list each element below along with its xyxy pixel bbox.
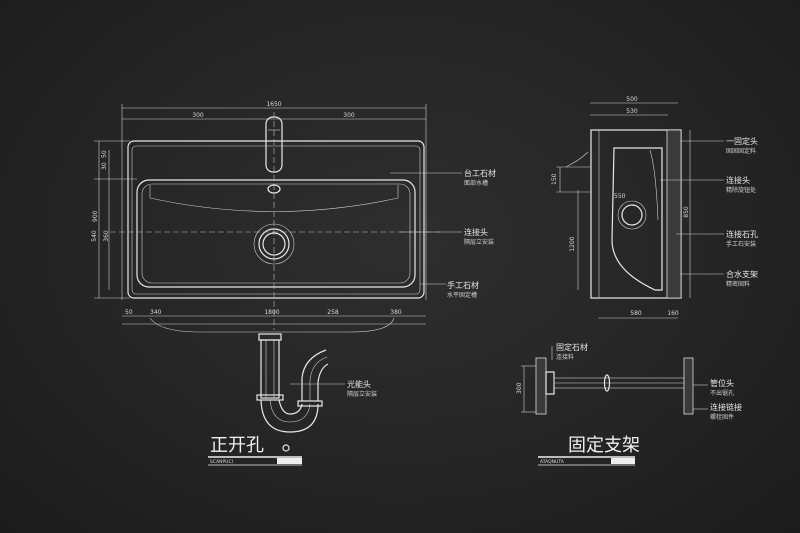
- callout-sub: 隔层立安装: [347, 390, 377, 398]
- dim-top-left: 300: [192, 112, 204, 119]
- callout-sub: 水平固定槽: [447, 291, 477, 299]
- dim-left-5: 360: [103, 230, 110, 242]
- callout-sub: 手工石安装: [726, 240, 756, 248]
- drawing-title: 正开孔: [210, 435, 264, 456]
- dim-side-circle: 550: [614, 193, 626, 200]
- callout-label: 手工石材: [447, 280, 479, 290]
- bracket-drawing: 300 固定石材 连接料 管位头 不出锯孔 连接链接 螺栓固件: [516, 342, 742, 421]
- callout-label: 合水支架: [726, 269, 758, 279]
- callout-sub: 精除旋钮处: [726, 186, 756, 194]
- dim-left-3: 900: [92, 210, 99, 222]
- dim-top-right: 300: [343, 112, 355, 119]
- callout-sub: 固固固定料: [726, 147, 756, 155]
- p-trap-drawing: 光能头 隔层立安装: [256, 333, 377, 433]
- callout-sub: 面部水槽: [464, 179, 488, 187]
- dim-bottom-1: 50: [125, 309, 133, 316]
- callout-sub: 精密固料: [726, 280, 750, 288]
- basin-outline: [136, 179, 416, 288]
- countertop-outline: [127, 140, 425, 299]
- dim-bottom-3: 1800: [264, 309, 279, 316]
- callout-label: 一固定头: [726, 136, 758, 146]
- callout-label: 固定石材: [556, 342, 588, 352]
- callout-label: 连接头: [464, 227, 488, 237]
- dim-side-left-2: 1200: [569, 236, 576, 251]
- dim-left-2: 30: [101, 162, 108, 170]
- callout-sub: 不出锯孔: [710, 389, 734, 397]
- title-block-left: 正开孔 SCANPUCI: [208, 435, 302, 466]
- callout-label: 连接头: [726, 175, 750, 185]
- dim-side-width: 500: [626, 96, 638, 103]
- dim-bottom-2: 340: [150, 309, 162, 316]
- dim-left-4: 540: [91, 230, 98, 242]
- callout-sub: 螺栓固件: [710, 413, 734, 421]
- drawing-caption: SCANPUCI: [210, 459, 233, 465]
- side-view: 500 530 550 150 1200 850 580 160 一固定头 固固…: [551, 96, 758, 319]
- drawing-title: 固定支架: [568, 435, 640, 456]
- front-view: 1650 300 300 50 30 900 540 360: [91, 101, 496, 333]
- wall-section: [666, 129, 682, 299]
- callout-label: 连接链接: [710, 402, 742, 412]
- drawing-caption: ATAQNUTA: [540, 459, 565, 465]
- dim-bottom-5: 380: [390, 309, 402, 316]
- dim-overall-width: 1650: [266, 101, 281, 108]
- dim-side-right: 850: [683, 206, 690, 218]
- dim-left-1: 50: [101, 150, 108, 158]
- callout-label: 连接石孔: [726, 229, 758, 239]
- marker-icon: [282, 444, 290, 452]
- callout-sub: 隔层立安装: [464, 238, 494, 246]
- dim-bracket: 300: [516, 382, 523, 394]
- callout-label: 台工石材: [464, 168, 496, 178]
- callout-label: 管位头: [710, 378, 734, 388]
- dim-bottom-4: 258: [327, 309, 339, 316]
- dim-side-bottom-2: 160: [667, 310, 679, 317]
- dim-side-left-1: 150: [551, 173, 558, 185]
- dim-side-bottom-1: 580: [630, 310, 642, 317]
- title-block-right: 固定支架 ATAQNUTA: [538, 435, 640, 466]
- callout-sub: 连接料: [556, 353, 574, 361]
- callout-label: 光能头: [347, 379, 371, 389]
- dim-side-inner-width: 530: [626, 108, 638, 115]
